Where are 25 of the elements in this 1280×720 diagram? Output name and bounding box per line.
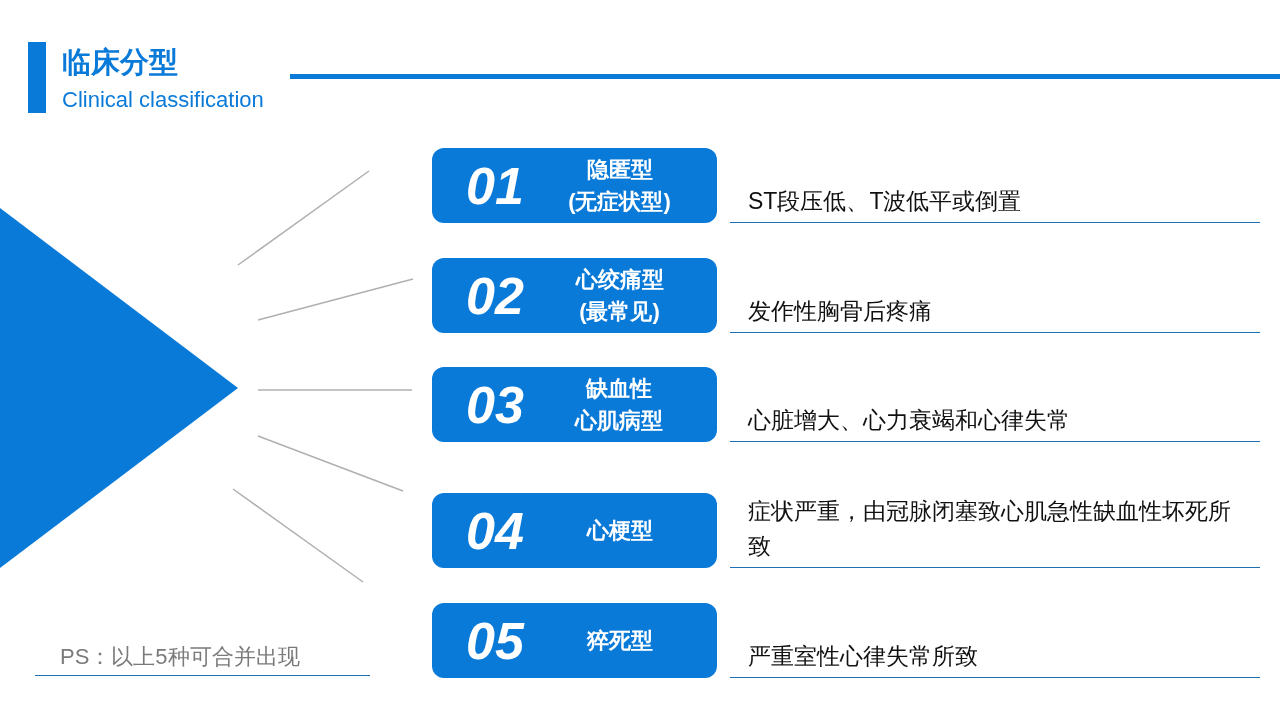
category-name: 隐匿型 <box>586 155 653 184</box>
category-box <box>432 493 717 568</box>
category-number: 03 <box>465 378 525 431</box>
description-text: ST段压低、T波低平或倒置 <box>747 186 1023 216</box>
description-text: 心脏增大、心力衰竭和心律失常 <box>747 405 1071 435</box>
category-box <box>432 603 717 678</box>
category-number: 01 <box>465 159 525 212</box>
category-box <box>432 258 717 333</box>
category-name: 心梗型 <box>586 516 653 545</box>
subtitle: Clinical classification <box>62 86 264 114</box>
category-name: (最常见) <box>579 297 660 326</box>
description-text: 症状严重，由冠脉闭塞致心肌急性缺血性坏死所致 <box>747 497 1232 561</box>
description-text: 严重室性心律失常所致 <box>747 641 979 671</box>
note-text: PS：以上5种可合并出现 <box>60 644 300 669</box>
category-number: 05 <box>465 614 526 667</box>
description-text: 发作性胸骨后疼痛 <box>747 296 933 326</box>
category-name: 心绞痛型 <box>575 265 664 294</box>
category-number: 04 <box>465 504 525 557</box>
category-number: 02 <box>465 269 525 322</box>
category-box <box>432 148 717 223</box>
category-box <box>432 367 717 442</box>
category-name: (无症状型) <box>568 187 671 216</box>
title: 临床分型 <box>62 45 178 80</box>
category-name: 缺血性心肌病型 <box>574 374 664 435</box>
category-name: 猝死型 <box>586 626 653 655</box>
